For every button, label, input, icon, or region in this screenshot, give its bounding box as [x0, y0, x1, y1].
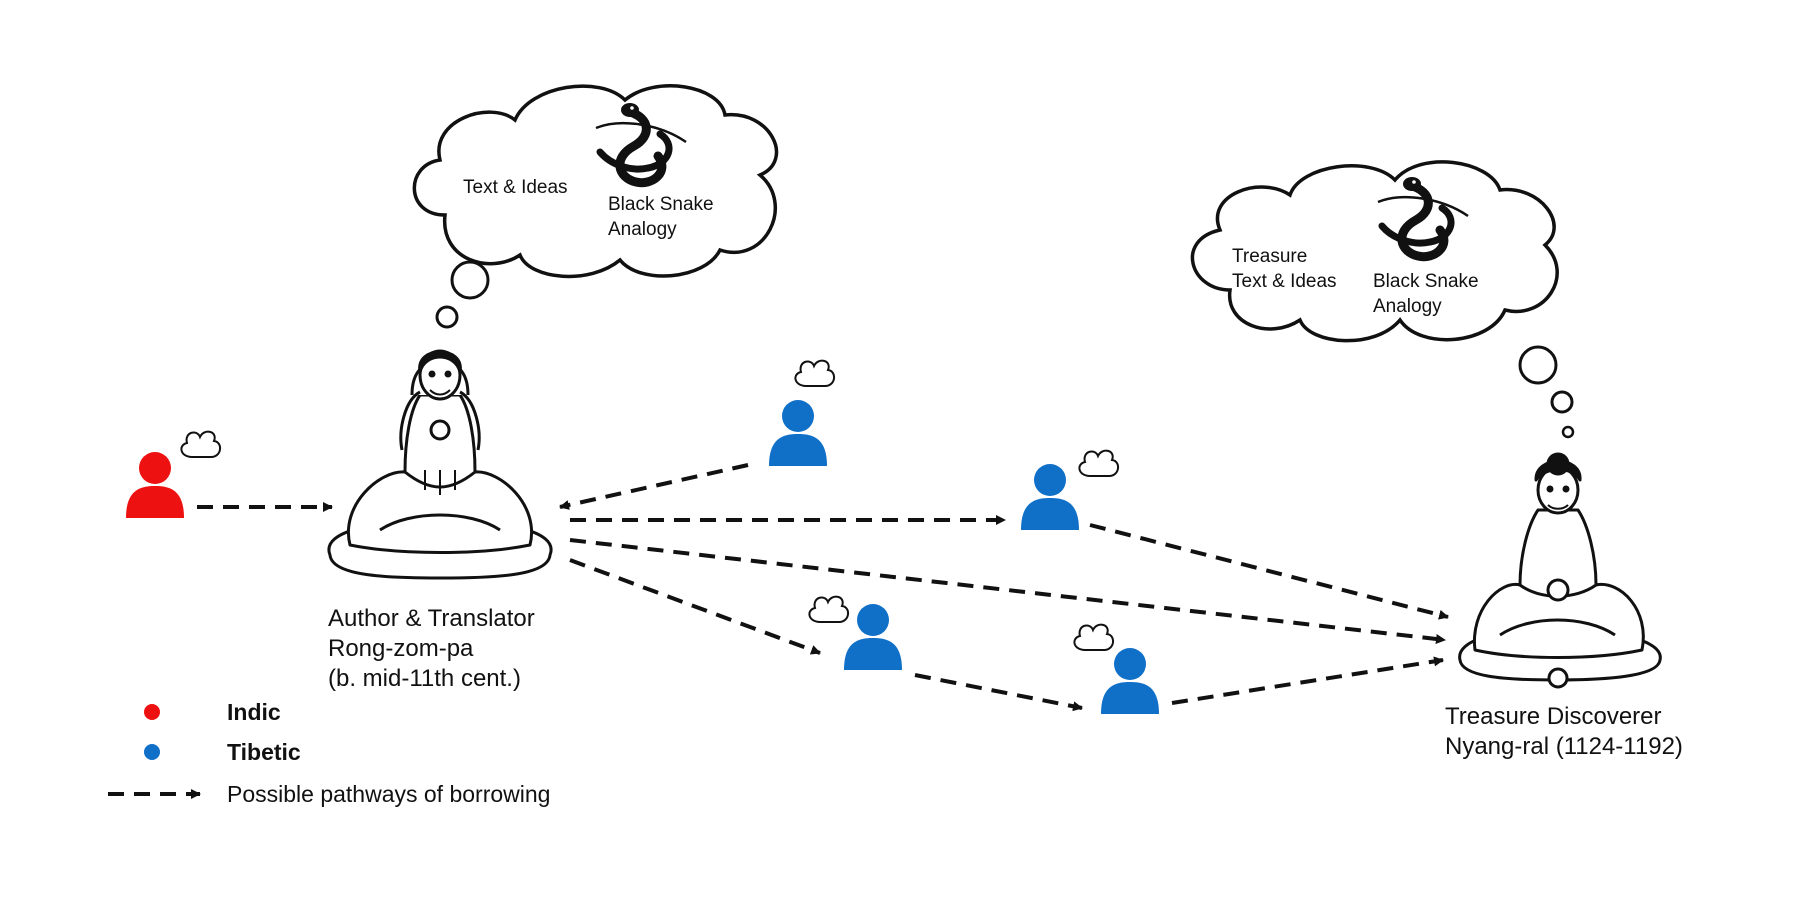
- arrow-icon: [1089, 523, 1449, 620]
- person-icon: [844, 604, 902, 670]
- cloud-left-snake-line2: Analogy: [608, 219, 677, 240]
- thought-cloud-left: Text & Ideas Black Snake Analogy: [412, 84, 779, 329]
- person-icon: [126, 452, 184, 518]
- legend-tibetic-label: Tibetic: [227, 739, 301, 765]
- seated-master-icon: [1458, 452, 1662, 689]
- person-tibetic: [769, 359, 836, 466]
- thought-bubble-icon: [808, 595, 850, 623]
- pathway-arrows: [197, 463, 1449, 712]
- thought-bubble-icon: [1073, 623, 1115, 651]
- thought-bubble-icon: [794, 359, 836, 387]
- cloud-right-snake-line2: Analogy: [1373, 296, 1442, 317]
- thought-bubble-icon: [1078, 449, 1120, 477]
- caption-right-line1: Treasure Discoverer: [1445, 703, 1662, 730]
- arrow-icon: [559, 463, 749, 510]
- caption-left: Author & Translator Rong-zom-pa (b. mid-…: [328, 605, 535, 692]
- person-icon: [1101, 648, 1159, 714]
- cloud-right-text-line2: Text & Ideas: [1232, 271, 1337, 292]
- cloud-right-snake-line1: Black Snake: [1373, 271, 1479, 292]
- legend-tibetic-dot: [144, 744, 160, 760]
- arrow-icon: [914, 673, 1083, 712]
- cloud-left-text: Text & Ideas: [463, 177, 568, 198]
- person-tibetic: [1021, 449, 1120, 530]
- legend-indic-dot: [144, 704, 160, 720]
- arrow-icon: [569, 558, 821, 655]
- thought-cloud-right: Treasure Text & Ideas Black Snake Analog…: [1190, 160, 1575, 439]
- thought-bubble-icon: [180, 430, 222, 458]
- caption-left-line3: (b. mid-11th cent.): [328, 665, 521, 692]
- legend-indic-label: Indic: [227, 699, 281, 725]
- person-icon: [1021, 464, 1079, 530]
- caption-right: Treasure Discoverer Nyang-ral (1124-1192…: [1445, 703, 1683, 760]
- person-tibetic: [1073, 623, 1159, 714]
- person-icon: [769, 400, 827, 466]
- caption-right-line2: Nyang-ral (1124-1192): [1445, 733, 1683, 760]
- person-tibetic: [808, 595, 902, 670]
- seated-master-icon: [327, 349, 553, 580]
- cloud-right-text-line1: Treasure: [1232, 246, 1307, 267]
- arrow-icon: [569, 538, 1446, 644]
- arrow-icon: [1171, 656, 1444, 705]
- legend-pathway-label: Possible pathways of borrowing: [227, 781, 550, 807]
- caption-left-line1: Author & Translator: [328, 605, 535, 632]
- caption-left-line2: Rong-zom-pa: [328, 635, 474, 662]
- legend: Indic Tibetic Possible pathways of borro…: [108, 699, 550, 807]
- cloud-left-snake-line1: Black Snake: [608, 194, 714, 215]
